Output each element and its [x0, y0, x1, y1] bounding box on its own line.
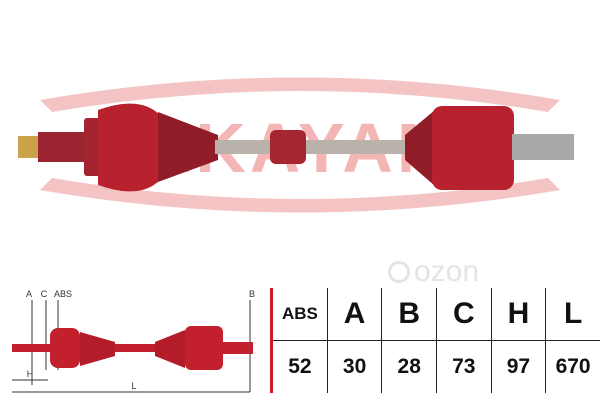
dimensions-table: ABS A B C H L 52 30 28 73 97 670 — [270, 288, 600, 393]
outer-stub — [38, 132, 86, 162]
dimension-diagram: A C ABS B H L — [12, 289, 255, 393]
table-value-row: 52 30 28 73 97 670 — [270, 340, 600, 393]
header-h: H — [490, 288, 546, 341]
header-c: C — [436, 288, 492, 341]
value-l: 670 — [545, 340, 600, 393]
shaft-damper — [270, 130, 306, 164]
shaft-bar — [215, 140, 415, 154]
diagram-shaft — [12, 326, 253, 370]
label-l: L — [131, 381, 136, 391]
hub-nut — [18, 136, 40, 158]
watermark-text: ozon — [414, 255, 480, 288]
label-b: B — [249, 289, 255, 299]
outer-cv-joint — [98, 103, 160, 192]
header-l: L — [545, 288, 600, 341]
label-c: C — [41, 289, 48, 299]
value-a: 30 — [326, 340, 382, 393]
value-c: 73 — [436, 340, 492, 393]
header-abs: ABS — [270, 288, 328, 341]
watermark-circle-icon — [388, 261, 410, 283]
product-hero-image: NAKAYAMA — [18, 77, 574, 213]
inner-cv-joint — [432, 106, 514, 190]
abs-ring — [84, 118, 100, 176]
logo-bottom-arc — [40, 178, 560, 213]
outer-boot — [158, 112, 218, 182]
logo-top-arc — [40, 77, 560, 112]
label-abs: ABS — [54, 289, 72, 299]
value-abs: 52 — [270, 340, 328, 393]
label-h: H — [27, 369, 34, 379]
marketplace-watermark: ozon — [388, 252, 548, 292]
header-b: B — [381, 288, 437, 341]
table-header-row: ABS A B C H L — [270, 288, 600, 341]
inner-boot — [405, 110, 435, 186]
label-a: A — [26, 289, 32, 299]
value-b: 28 — [381, 340, 437, 393]
value-h: 97 — [490, 340, 546, 393]
header-a: A — [326, 288, 382, 341]
drive-shaft-illustration — [18, 103, 574, 192]
inner-stub — [512, 134, 574, 160]
